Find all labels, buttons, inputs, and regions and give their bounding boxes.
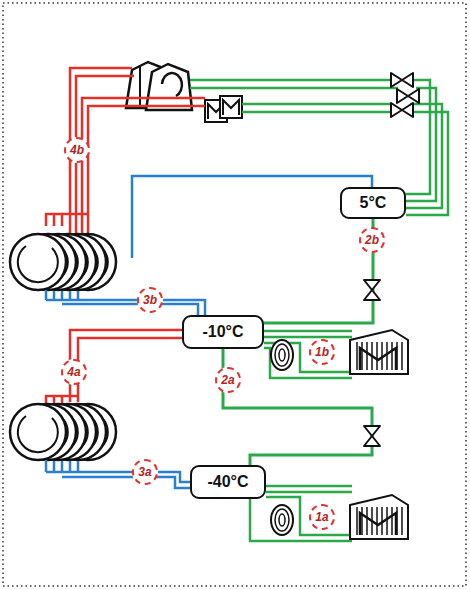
liquid-line <box>264 219 373 323</box>
callout-circle: 2a <box>215 367 241 393</box>
callout-number: 1a <box>315 510 328 524</box>
callout-circle: 4b <box>64 137 90 163</box>
callout-number: 4b <box>70 143 84 157</box>
temperature-label: -40°C <box>207 473 248 491</box>
callout-number: 1b <box>315 345 329 359</box>
callout-number: 3b <box>143 293 157 307</box>
callout-circle: 1a <box>309 504 335 530</box>
callout-number: 3a <box>138 465 151 479</box>
callout-circle: 3b <box>137 287 163 313</box>
callout-circle: 3a <box>132 459 158 485</box>
temperature-vessel: -10°C <box>182 315 264 349</box>
temperature-vessel: 5°C <box>340 187 406 219</box>
temperature-label: 5°C <box>360 194 387 212</box>
callout-number: 4a <box>67 365 80 379</box>
callout-circle: 4a <box>61 359 87 385</box>
temperature-vessel: -40°C <box>190 465 266 499</box>
callout-number: 2a <box>221 373 234 387</box>
callout-circle: 1b <box>309 339 335 365</box>
temperature-label: -10°C <box>202 323 243 341</box>
callout-circle: 2b <box>359 227 385 253</box>
callout-number: 2b <box>365 233 379 247</box>
